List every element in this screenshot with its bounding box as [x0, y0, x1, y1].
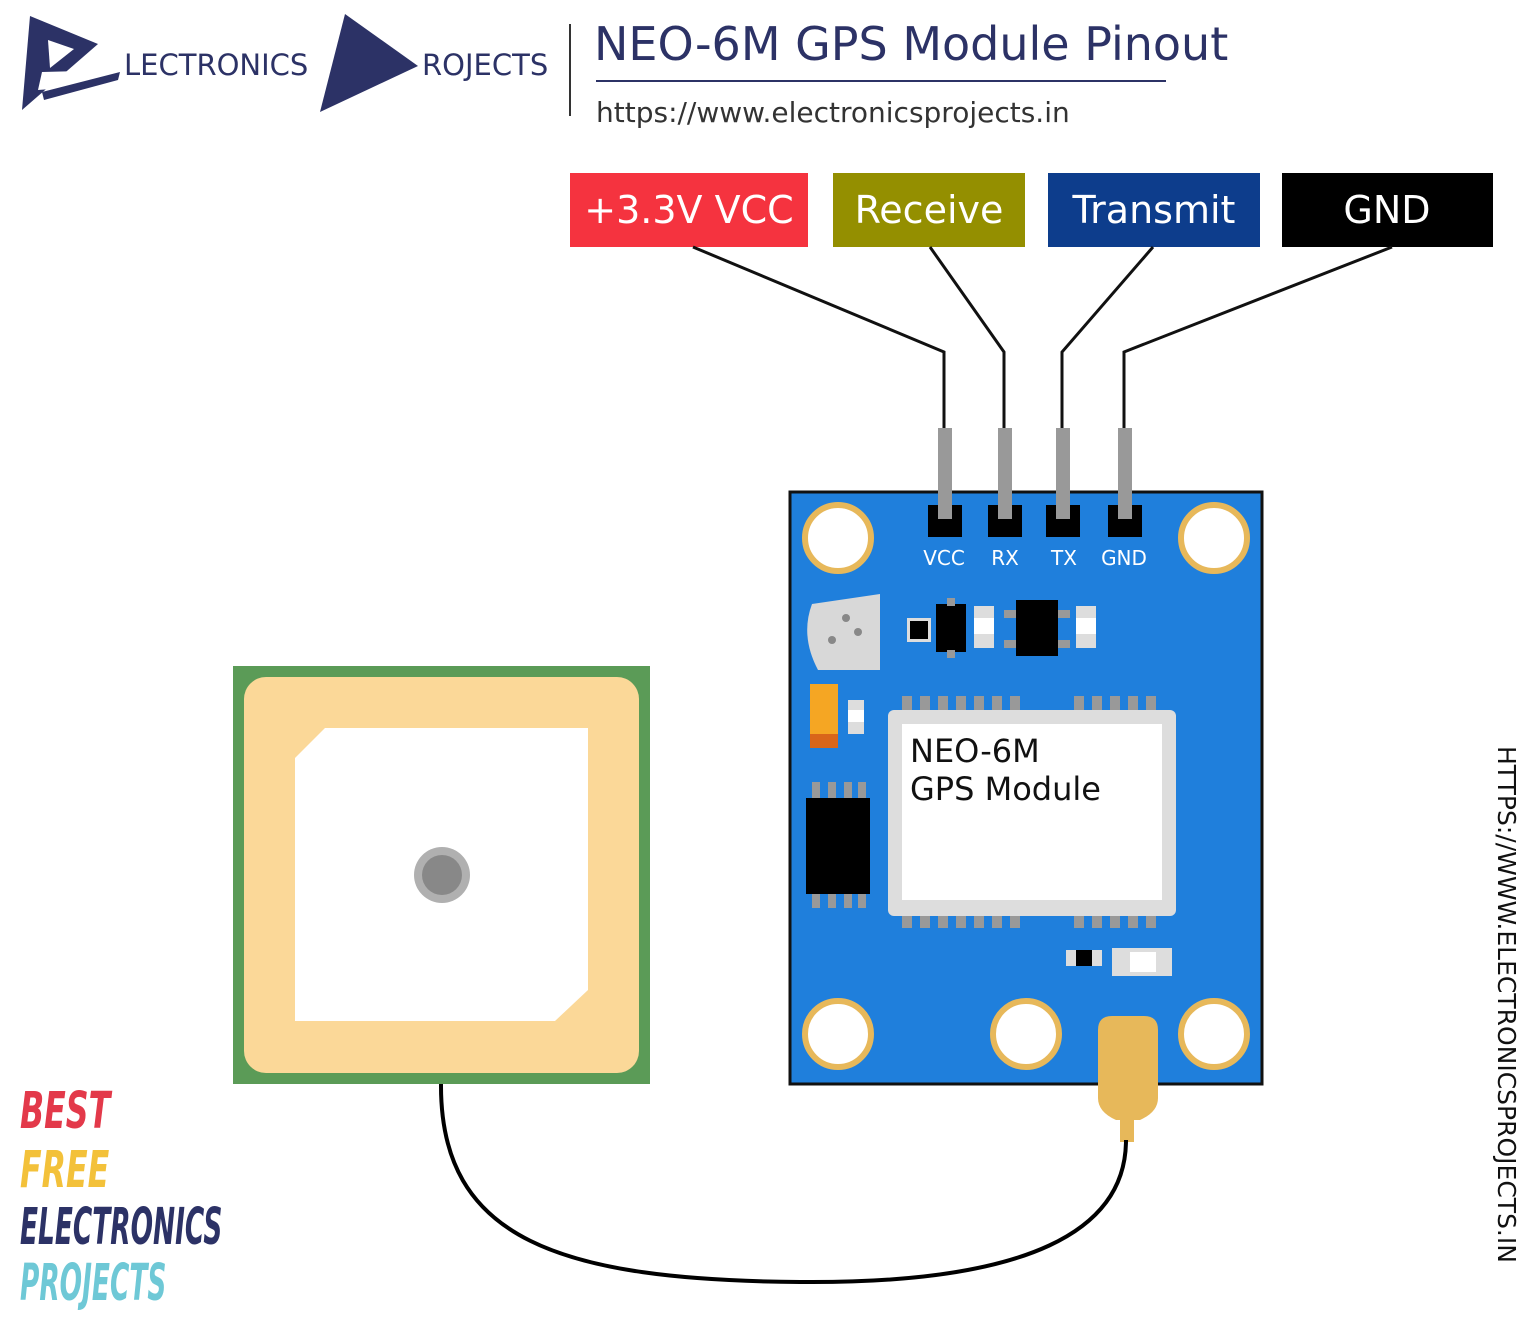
mounting-hole — [802, 998, 874, 1070]
leader-line-gnd — [1122, 245, 1393, 430]
brand-word-2: ROJECTS — [422, 48, 548, 82]
antenna-cable — [438, 1083, 1128, 1285]
patch-antenna — [233, 666, 650, 1084]
side-url: HTTPS://WWW.ELECTRONICSPROJECTS.IN — [1492, 746, 1521, 1263]
logo-p-icon — [320, 14, 418, 112]
brand-word-1: LECTRONICS — [124, 48, 308, 82]
mounting-holes — [802, 502, 1250, 1070]
badge-line-1: BEST — [20, 1081, 113, 1140]
chip-label-line2: GPS Module — [910, 770, 1101, 808]
pin-label-rx-text: Receive — [855, 188, 1004, 232]
logo-e-icon — [22, 16, 120, 110]
pin-name-tx: TX — [1050, 546, 1077, 570]
ufl-connector — [1098, 1016, 1158, 1142]
leader-line-tx — [1060, 246, 1155, 430]
badge-line-4: PROJECTS — [20, 1254, 166, 1313]
backup-battery-icon — [807, 594, 880, 670]
mounting-hole — [1178, 502, 1250, 574]
capacitor — [810, 684, 864, 748]
pin-label-gnd: GND — [1282, 173, 1493, 247]
smd-components-lower — [1066, 948, 1172, 976]
leader-line-rx — [928, 246, 1006, 430]
pin-label-rx: Receive — [833, 173, 1025, 247]
pin-label-vcc-text: +3.3V VCC — [584, 188, 793, 232]
best-free-badge: BEST FREE ELECTRONICS PROJECTS — [20, 1081, 222, 1312]
leader-lines — [692, 245, 1393, 430]
pin-name-rx: RX — [991, 546, 1019, 570]
smd-components — [907, 598, 1096, 658]
mounting-hole — [990, 998, 1062, 1070]
pin-label-tx: Transmit — [1048, 173, 1260, 247]
brand-logo: LECTRONICS ROJECTS — [22, 14, 571, 116]
badge-line-2: FREE — [20, 1140, 109, 1199]
leader-line-vcc — [692, 245, 946, 430]
page-title: NEO-6M GPS Module Pinout — [594, 17, 1228, 71]
pin-name-gnd: GND — [1101, 546, 1147, 570]
chip-label-line1: NEO-6M — [910, 732, 1040, 770]
gps-chip: NEO-6M GPS Module — [888, 696, 1176, 928]
pin-label-tx-text: Transmit — [1072, 188, 1236, 232]
header-url: https://www.electronicsprojects.in — [596, 96, 1070, 129]
mounting-hole — [1178, 998, 1250, 1070]
badge-line-3: ELECTRONICS — [20, 1198, 222, 1257]
mounting-hole — [802, 502, 874, 574]
eeprom-chip — [806, 782, 870, 908]
pin-label-gnd-text: GND — [1343, 188, 1430, 232]
header-pins — [928, 428, 1142, 537]
pin-name-vcc: VCC — [923, 546, 965, 570]
gps-board: VCC RX TX GND — [788, 428, 1264, 1142]
pin-label-vcc: +3.3V VCC — [570, 173, 808, 247]
